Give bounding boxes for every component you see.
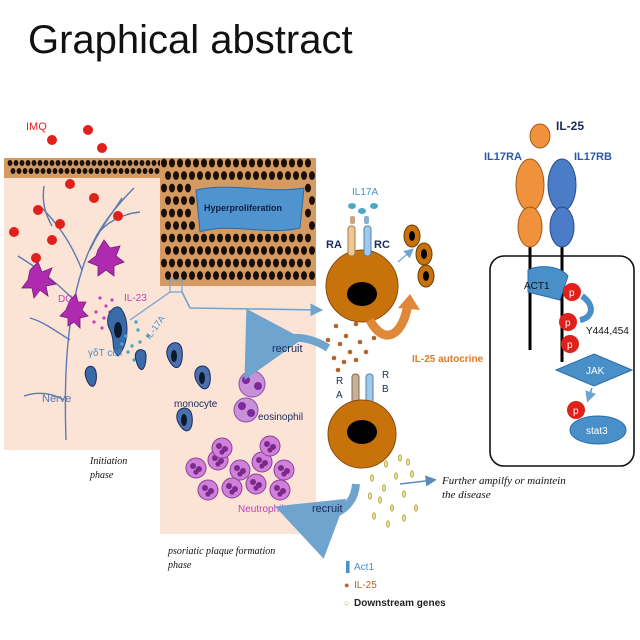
recruit-arrow-top [244,308,331,381]
il25-ligand [529,123,551,149]
legend-genes-glyph: ○ [344,598,349,608]
page-title: Graphical abstract [28,18,353,62]
dendritic-cell-2 [87,239,125,277]
further-label-1: Further ampilfy or maintein [441,475,566,487]
il17a-molecules [348,203,378,214]
y444-label: Y444,454 [586,326,629,337]
imq-label: IMQ [26,121,47,133]
neutrophil-cells [185,435,295,501]
bottom-receptors [351,373,374,405]
proliferating-cells [397,224,435,288]
il25-autocrine-arrowhead [398,294,420,310]
dendritic-cell-3 [59,293,89,329]
signal-line-to-gdt [129,291,171,321]
nerve-branches [17,185,141,441]
stat3-shape [569,415,627,445]
psoriatic-phase-label-1: psoriatic plaque formation [167,546,275,557]
psoriatic-phase-label-2: phase [167,560,192,571]
gdt-cell-label: γδT cell [88,348,122,359]
further-label-2: the disease [442,489,491,501]
p-label-4: p [573,406,579,417]
ra-label: RA [326,239,342,251]
further-arrow [399,475,437,487]
recruit-bottom-label: recruit [312,503,343,515]
thick-epidermis-cells [161,158,315,280]
act1-label: ACT1 [524,281,550,292]
r-label-a2: A [336,390,343,401]
gdt-cell-nucleus [114,322,122,338]
stat3-label: stat3 [586,426,608,437]
neutrophil-label: Neutrophil [238,504,284,515]
act1-shape [527,266,569,301]
il25-autocrine-label: IL-25 autocrine [412,354,484,365]
keratinocyte-bottom-nucleus [347,420,377,444]
legend-act1: Act1 [354,562,374,573]
legend: ▌ Act1 ● IL-25 ○ Downstream genes [344,560,446,609]
r-label-b1: R [382,370,389,381]
signal-box [169,279,183,293]
r-label-a1: R [336,376,343,387]
signal-arrow [181,291,324,317]
il25-autocrine-arrow [365,303,413,340]
jak-diamond [554,353,634,387]
il23-label: IL-23 [124,293,147,304]
hyperproliferation-banner [195,186,305,233]
legend-act1-glyph: ▌ [346,560,353,574]
dc-label: DC [58,294,72,305]
il25-top-label: IL-25 [556,119,584,133]
p-label-3: p [567,340,573,351]
legend-il25: IL-25 [354,580,377,591]
il17a-receptor-label: IL17A [352,187,378,198]
keratinocyte-top-nucleus [347,282,377,306]
r-label-b2: B [382,384,389,395]
top-receptors [347,216,372,257]
p-label-2: p [565,318,571,329]
hyperproliferation-label: Hyperproliferation [204,203,282,213]
il17rb-label: IL17RB [574,151,612,163]
recruit-arrow-bottom [275,483,360,559]
act1-arrow [579,293,594,323]
monocyte-cells [166,342,211,432]
cell-left-1 [84,365,97,387]
rc-label: RC [374,239,390,251]
eosinophil-label: eosinophil [258,412,303,423]
phospho-sites [559,283,585,419]
p-label-1: p [569,288,575,299]
il17ra-label: IL17RA [484,151,522,163]
imq-dots [9,125,123,263]
il25-dots [325,321,377,373]
nerve-label: Nerve [42,393,71,405]
thin-epidermis [4,158,166,178]
cell-left-2 [134,349,147,370]
legend-il25-glyph: ● [344,580,349,590]
recruit-top-label: recruit [272,343,303,355]
monocyte-label: monocyte [174,399,218,410]
il17rb-receptor [547,158,577,362]
downstream-gene-dots [367,454,418,528]
il23-dots [92,296,114,330]
legend-genes: Downstream genes [354,598,446,609]
initiation-phase-label-1: Initiation [89,456,127,467]
initiation-phase-label-2: phase [89,470,114,481]
jak-arrow [585,387,596,403]
dendritic-cell-1 [21,261,57,299]
jak-label: JAK [586,366,605,377]
